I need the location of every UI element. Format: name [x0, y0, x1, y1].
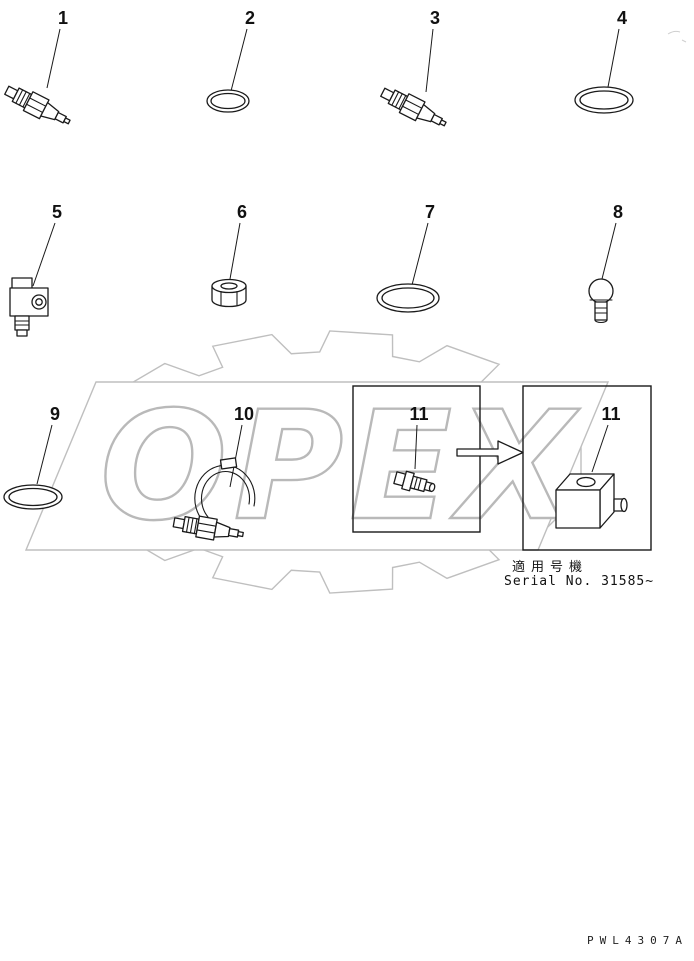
part-5: 5 — [9, 202, 62, 337]
part-drawing-9 — [3, 484, 63, 510]
part-drawing-11-old — [393, 470, 436, 493]
part-drawing-7 — [376, 283, 440, 313]
part-label-11-old: 11 — [409, 404, 428, 424]
part-label-6: 6 — [237, 202, 247, 222]
leader-line-2 — [230, 28, 248, 92]
part-4: 4 — [574, 8, 634, 114]
serial-number-text: Serial No. 31585~ — [504, 574, 655, 589]
part-label-2: 2 — [245, 8, 255, 28]
part-3: 3 — [377, 8, 451, 135]
leader-line-7 — [411, 222, 429, 286]
part-drawing-6 — [211, 278, 247, 308]
part-label-11-new: 11 — [601, 404, 620, 424]
part-drawing-3 — [377, 82, 451, 135]
part-2: 2 — [206, 8, 255, 113]
leader-line-11-new — [591, 424, 609, 473]
leader-line-11-old — [414, 424, 418, 470]
part-10: 10 — [171, 404, 256, 546]
part-11-old: 11 — [352, 385, 481, 533]
part-drawing-2 — [206, 89, 250, 113]
part-9: 9 — [3, 404, 63, 510]
part-7: 7 — [376, 202, 440, 313]
part-label-5: 5 — [52, 202, 62, 222]
part-label-4: 4 — [617, 8, 627, 28]
part-drawing-4 — [574, 86, 634, 114]
part-drawing-11-new — [555, 473, 628, 529]
part-label-9: 9 — [50, 404, 60, 424]
replacement-arrow-icon — [456, 440, 524, 465]
drawing-code: PWL4307A — [587, 934, 688, 947]
opex-watermark: OPEX — [24, 331, 610, 593]
part-drawing-8 — [588, 278, 614, 324]
leader-line-9 — [36, 424, 53, 485]
leader-line-3 — [425, 28, 434, 93]
part-drawing-5 — [9, 277, 49, 337]
part-label-8: 8 — [613, 202, 623, 222]
leader-line-8 — [601, 222, 617, 280]
leader-line-6 — [229, 222, 241, 280]
scan-artifact — [667, 30, 687, 43]
part-label-10: 10 — [234, 404, 254, 424]
part-drawing-1 — [1, 80, 75, 133]
part-6: 6 — [211, 202, 247, 308]
part-11-old-box — [352, 385, 481, 533]
applicable-machine-label: 適用号機 — [512, 560, 589, 575]
part-drawing-10 — [171, 457, 256, 546]
part-label-7: 7 — [425, 202, 435, 222]
part-11-new-box — [522, 385, 652, 551]
leader-line-10 — [229, 424, 243, 488]
leader-line-1 — [46, 28, 61, 89]
part-1: 1 — [1, 8, 75, 133]
part-11-new: 11 — [522, 385, 652, 551]
part-label-1: 1 — [58, 8, 68, 28]
leader-line-4 — [607, 28, 620, 88]
part-8: 8 — [588, 202, 623, 324]
part-label-3: 3 — [430, 8, 440, 28]
watermark-text: OPEX — [100, 380, 580, 554]
leader-line-5 — [32, 222, 56, 287]
